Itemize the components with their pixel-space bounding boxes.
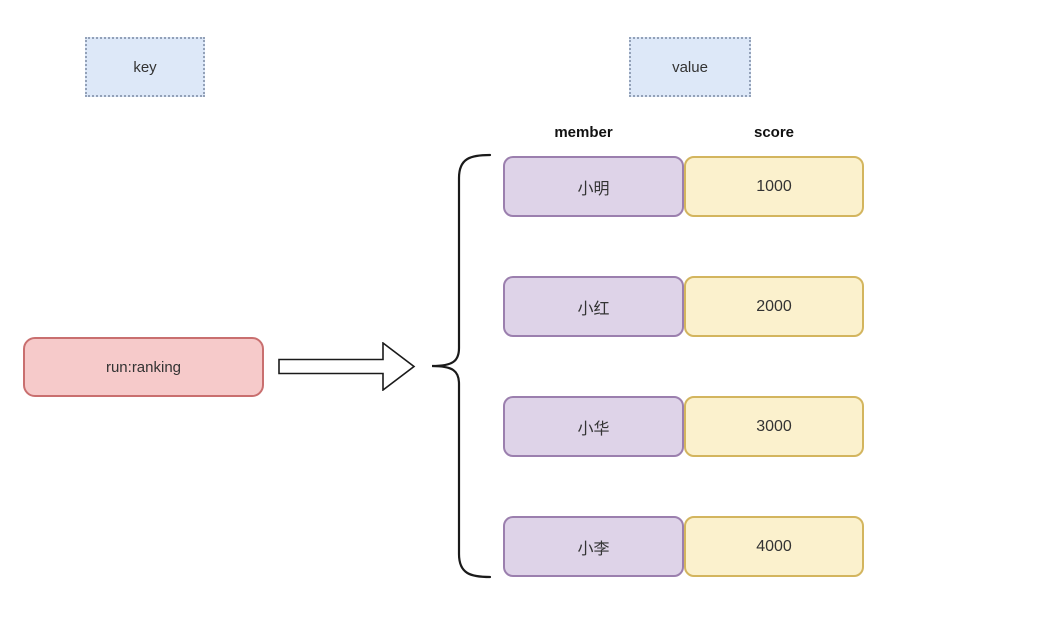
score-column-header: score [753,124,795,141]
zset-row: 小红 2000 [503,276,864,337]
right-block-arrow-icon [278,341,416,392]
redis-key-box: run:ranking [23,337,264,397]
left-curly-brace-icon [425,150,495,582]
score-cell: 1000 [684,156,864,217]
score-cell: 4000 [684,516,864,577]
key-legend-label: key [133,58,157,76]
zset-row: 小华 3000 [503,396,864,457]
member-cell: 小红 [503,276,684,337]
member-column-header: member [554,124,613,141]
member-cell: 小华 [503,396,684,457]
zset-row: 小李 4000 [503,516,864,577]
member-cell: 小明 [503,156,684,217]
score-cell: 3000 [684,396,864,457]
score-cell: 2000 [684,276,864,337]
redis-key-label: run:ranking [105,358,182,376]
value-legend-label: value [672,58,708,76]
value-legend-box: value [629,37,751,97]
member-cell: 小李 [503,516,684,577]
key-legend-box: key [85,37,205,97]
zset-row: 小明 1000 [503,156,864,217]
